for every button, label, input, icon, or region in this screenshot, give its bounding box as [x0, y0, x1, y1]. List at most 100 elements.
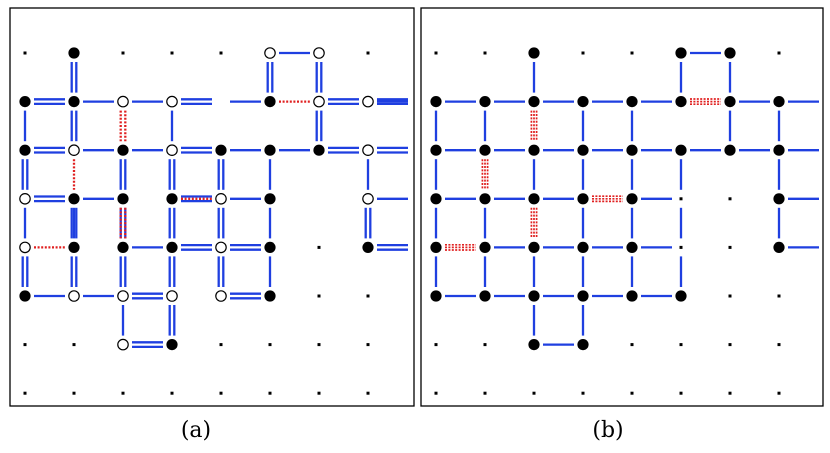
site-filled [773, 144, 785, 156]
site-filled [528, 241, 540, 253]
lattice-dot [121, 391, 125, 395]
site-filled [68, 96, 80, 108]
site-filled [264, 241, 276, 253]
site-filled [626, 96, 638, 108]
lattice-dot [679, 245, 683, 249]
lattice-dot [581, 51, 585, 55]
site-filled [724, 47, 736, 59]
site-filled [264, 290, 276, 302]
lattice-dot [630, 51, 634, 55]
site-filled [264, 193, 276, 205]
lattice-dot [728, 391, 732, 395]
site-filled [19, 144, 31, 156]
lattice-dot [679, 343, 683, 347]
site-open [166, 95, 178, 108]
site-filled [430, 290, 442, 302]
panel-a-caption: (a) [181, 418, 211, 443]
site-open [264, 47, 276, 59]
site-filled [68, 47, 80, 59]
site-filled [577, 96, 589, 108]
site-open [215, 290, 227, 302]
site-open [313, 47, 325, 59]
site-filled [117, 144, 129, 156]
site-filled [528, 290, 540, 302]
site-filled [68, 193, 80, 205]
site-open [68, 290, 80, 302]
site-filled [479, 290, 491, 302]
site-open [215, 241, 227, 254]
site-filled [479, 193, 491, 205]
site-filled [773, 241, 785, 253]
lattice-dot [317, 294, 321, 298]
site-filled [675, 144, 687, 156]
panel-a-nodes [19, 47, 374, 395]
site-filled [479, 96, 491, 108]
lattice-dot [728, 197, 732, 201]
site-filled [724, 144, 736, 156]
site-filled [528, 96, 540, 108]
site-open [166, 290, 178, 302]
lattice-dot [434, 51, 438, 55]
site-open [166, 144, 178, 156]
site-open [313, 95, 325, 108]
site-filled [724, 96, 736, 108]
site-filled [626, 144, 638, 156]
site-filled [479, 144, 491, 156]
lattice-dot [434, 391, 438, 395]
lattice-dot [23, 343, 27, 347]
site-filled [577, 241, 589, 253]
lattice-dot [219, 51, 223, 55]
lattice-dot [170, 391, 174, 395]
lattice-dot [317, 343, 321, 347]
lattice-dot [630, 391, 634, 395]
site-filled [626, 193, 638, 205]
lattice-dot [777, 343, 781, 347]
site-filled [264, 96, 276, 108]
lattice-dot [317, 391, 321, 395]
site-open [68, 144, 80, 156]
lattice-dot [434, 343, 438, 347]
lattice-dot [317, 245, 321, 249]
panel-a-frame [9, 7, 415, 407]
site-filled [528, 144, 540, 156]
lattice-dot [777, 51, 781, 55]
lattice-dot [728, 294, 732, 298]
site-filled [430, 193, 442, 205]
lattice-dot [121, 51, 125, 55]
lattice-dot [679, 197, 683, 201]
lattice-dot [170, 51, 174, 55]
site-open [19, 193, 31, 205]
lattice-dot [219, 391, 223, 395]
site-open [215, 193, 227, 205]
site-open [117, 290, 129, 302]
site-filled [68, 241, 80, 253]
panel-b-caption: (b) [592, 418, 623, 443]
site-filled [166, 241, 178, 253]
lattice-dot [777, 391, 781, 395]
site-filled [675, 290, 687, 302]
lattice-dot [679, 391, 683, 395]
panel-b-nodes [430, 47, 785, 395]
panel-a-edges [21, 51, 408, 349]
site-filled [430, 144, 442, 156]
site-filled [19, 290, 31, 302]
lattice-dot [777, 294, 781, 298]
panel-b-frame [420, 7, 824, 407]
site-filled [528, 193, 540, 205]
site-filled [479, 241, 491, 253]
lattice-dot [483, 343, 487, 347]
site-filled [577, 290, 589, 302]
site-open [362, 95, 374, 108]
site-filled [117, 241, 129, 253]
site-filled [430, 96, 442, 108]
lattice-dot [728, 343, 732, 347]
lattice-dot [728, 245, 732, 249]
site-open [19, 241, 31, 254]
site-filled [577, 193, 589, 205]
panel-b: (b) [420, 7, 824, 443]
site-filled [528, 47, 540, 59]
lattice-dot [23, 391, 27, 395]
lattice-dot [268, 343, 272, 347]
